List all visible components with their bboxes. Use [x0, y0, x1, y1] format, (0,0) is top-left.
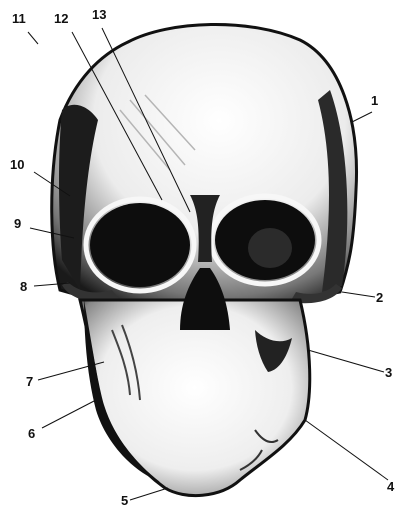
leader-line-6: [42, 400, 96, 428]
leader-line-3: [308, 350, 384, 372]
leader-line-11: [28, 32, 38, 44]
leader-line-5: [130, 488, 168, 500]
right-orbit-inner: [248, 228, 292, 268]
label-6: 6: [28, 427, 35, 441]
label-1: 1: [371, 94, 378, 108]
label-11: 11: [12, 12, 26, 26]
label-9: 9: [14, 217, 21, 231]
label-8: 8: [20, 280, 27, 294]
label-2: 2: [376, 291, 383, 305]
label-7: 7: [26, 375, 33, 389]
label-12: 12: [54, 12, 68, 26]
leader-line-1: [352, 112, 372, 122]
left-orbit: [90, 203, 190, 287]
label-3: 3: [385, 366, 392, 380]
label-5: 5: [121, 494, 128, 508]
leader-line-4: [305, 420, 388, 480]
label-10: 10: [10, 158, 24, 172]
leader-line-2: [342, 292, 375, 297]
label-4: 4: [387, 480, 394, 494]
label-13: 13: [92, 8, 106, 22]
